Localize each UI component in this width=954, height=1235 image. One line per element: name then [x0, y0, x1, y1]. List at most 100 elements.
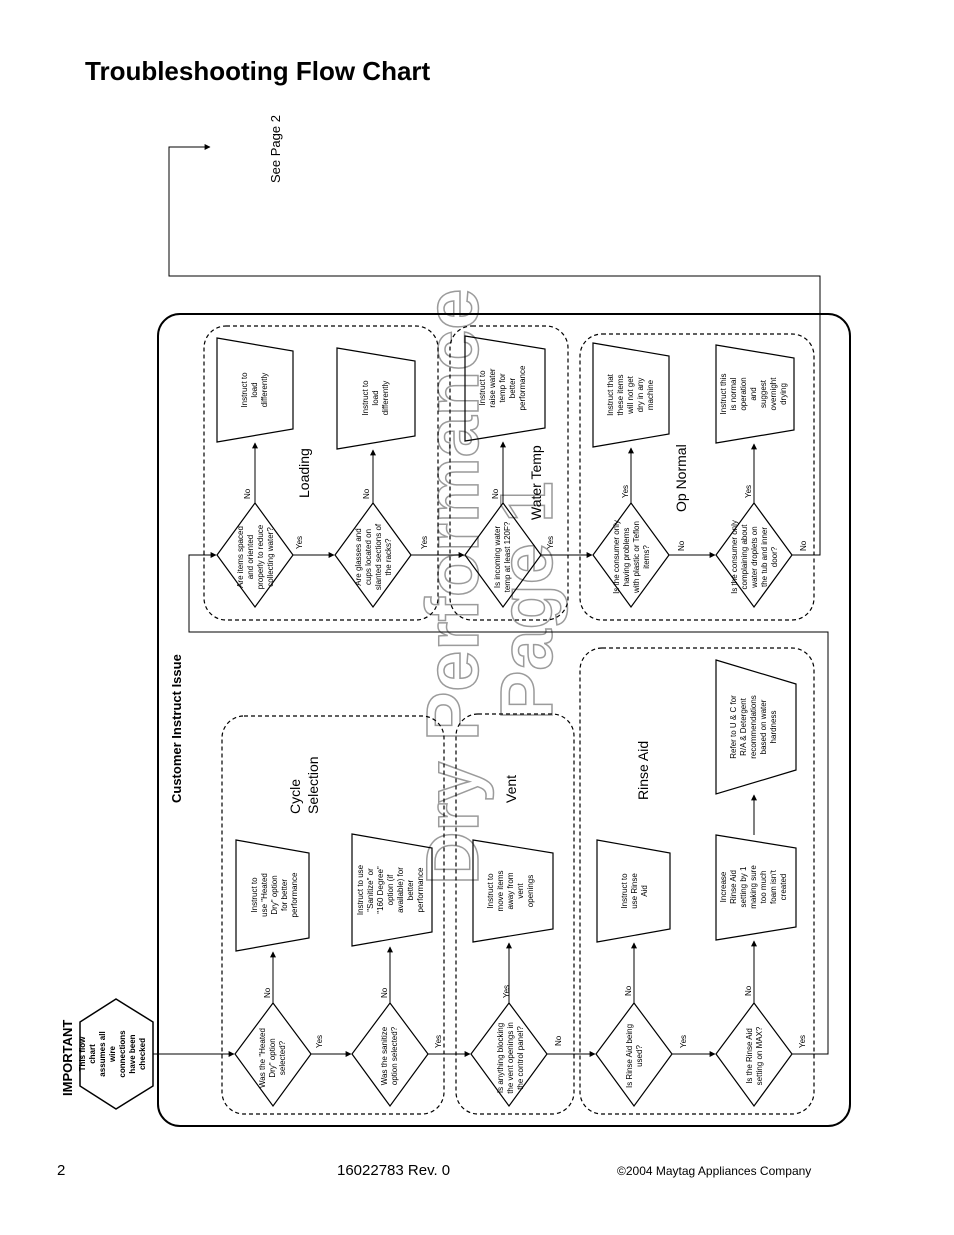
svg-text:these items: these items [616, 375, 625, 416]
important-text: This flow chart assumes all wire connect… [78, 1030, 147, 1078]
svg-text:the racks?: the racks? [384, 538, 393, 575]
decision-rinse-aid-used [595, 1001, 673, 1108]
svg-text:Aid: Aid [640, 885, 649, 897]
svg-text:Yes: Yes [502, 985, 511, 998]
footer-document-number: 16022783 Rev. 0 [337, 1162, 451, 1179]
action-rinse-aid-text: Instruct to use Rinse Aid [620, 873, 649, 909]
svg-text:No: No [744, 985, 753, 996]
svg-text:Refer to U & C for: Refer to U & C for [729, 695, 738, 759]
decision-glasses-cups-text: Are glasses and cups located on slanted … [354, 523, 393, 590]
svg-text:slanted sections of: slanted sections of [374, 523, 383, 590]
watermark-line-2: Page 1 [485, 481, 568, 720]
svg-text:cups located on: cups located on [364, 529, 373, 585]
action-load-2 [336, 347, 416, 450]
group-label-vent: Vent [503, 775, 519, 803]
svg-text:No: No [380, 987, 389, 998]
action-load-1 [216, 337, 294, 443]
svg-text:load: load [371, 390, 380, 405]
group-box-vent [455, 713, 575, 1115]
svg-text:and: and [749, 387, 758, 400]
action-plastic-dry-text: Instruct that these items will not get d… [606, 373, 655, 416]
svg-text:Yes: Yes [621, 485, 630, 498]
svg-text:used?: used? [635, 1045, 644, 1067]
see-page-2-label: See Page 2 [268, 115, 283, 183]
svg-text:differently: differently [260, 373, 269, 408]
page-title: Troubleshooting Flow Chart [85, 56, 431, 86]
svg-text:operation: operation [739, 377, 748, 410]
svg-text:No: No [624, 985, 633, 996]
action-sanitize [351, 833, 433, 947]
decision-items-spaced-text: Are items spaced and oriented properly t… [236, 524, 275, 589]
decision-water-temp [464, 501, 542, 609]
svg-text:the tub and inner: the tub and inner [760, 527, 769, 587]
svg-text:performance: performance [290, 872, 299, 917]
svg-text:assumes all: assumes all [98, 1031, 107, 1076]
svg-text:checked: checked [138, 1038, 147, 1070]
svg-text:openings: openings [526, 875, 535, 907]
svg-text:Instruct to: Instruct to [250, 877, 259, 913]
svg-text:temp for: temp for [498, 373, 507, 403]
action-increase-rinse [715, 834, 797, 941]
svg-text:differently: differently [381, 381, 390, 416]
svg-text:chart: chart [88, 1044, 97, 1064]
svg-text:Dry" option: Dry" option [270, 875, 279, 914]
action-vent [472, 839, 554, 943]
decision-rinse-aid-max [715, 1001, 793, 1108]
svg-text:setting by 1: setting by 1 [739, 866, 748, 907]
svg-text:having problems: having problems [622, 528, 631, 587]
decision-water-droplets-text: Is the consumer only complaining about w… [730, 520, 779, 594]
svg-text:load: load [250, 382, 259, 397]
action-load-1-text: Instruct to load differently [240, 372, 269, 408]
svg-text:available) for: available) for [396, 867, 405, 913]
svg-text:making sure: making sure [749, 865, 758, 909]
footer-page-number: 2 [57, 1162, 66, 1179]
svg-text:No: No [677, 540, 686, 551]
decision-rinse-aid-max-text: Is the Rinse Aid setting on MAX? [745, 1026, 764, 1085]
svg-text:have been: have been [128, 1034, 137, 1073]
action-normal-operation [715, 344, 795, 444]
svg-text:No: No [799, 540, 808, 551]
svg-text:This flow: This flow [78, 1036, 87, 1071]
svg-text:R/A & Detergent: R/A & Detergent [739, 697, 748, 756]
svg-text:vent: vent [516, 883, 525, 899]
svg-text:Are items spaced: Are items spaced [236, 526, 245, 588]
watermark-line-1: Dry Performance [411, 289, 494, 885]
svg-text:is normal: is normal [729, 378, 738, 411]
action-plastic-dry [592, 342, 670, 448]
svg-text:and oriented: and oriented [246, 535, 255, 579]
svg-text:recommendations: recommendations [749, 695, 758, 759]
group-box-water-temp [449, 325, 569, 621]
svg-text:Yes: Yes [420, 536, 429, 549]
decision-vent-blocking-text: Is anything blocking the vent openings i… [496, 1022, 525, 1094]
action-heated-dry [235, 839, 310, 952]
watermark: Dry Performance Page 1 [410, 288, 569, 886]
svg-text:will not get: will not get [626, 375, 635, 415]
svg-text:Was the "Heated: Was the "Heated [258, 1028, 267, 1088]
svg-text:the vent openings in: the vent openings in [506, 1022, 515, 1094]
svg-text:Instruct to: Instruct to [240, 372, 249, 408]
svg-text:collecting water?: collecting water? [266, 527, 275, 587]
svg-text:Instruct to use: Instruct to use [356, 864, 365, 915]
svg-text:Yes: Yes [546, 536, 555, 549]
svg-text:water droplets on: water droplets on [750, 526, 759, 588]
svg-text:Yes: Yes [434, 1035, 443, 1048]
svg-text:machine: machine [646, 379, 655, 410]
svg-text:connections: connections [118, 1030, 127, 1078]
decision-plastic-teflon [592, 501, 670, 609]
decision-items-spaced [216, 501, 294, 609]
svg-text:No: No [263, 987, 272, 998]
svg-text:Yes: Yes [315, 1035, 324, 1048]
svg-text:suggest: suggest [759, 379, 768, 408]
group-label-rinse-aid: Rinse Aid [635, 741, 651, 800]
connector-rinse-to-loading [188, 552, 829, 1055]
svg-text:foam isn't: foam isn't [769, 869, 778, 904]
svg-text:the control panel?: the control panel? [516, 1026, 525, 1090]
decision-heated-dry-text: Was the "Heated Dry" option selected? [258, 1028, 287, 1088]
svg-text:Instruct that: Instruct that [606, 373, 615, 416]
svg-text:No: No [362, 488, 371, 499]
svg-text:with plastic or Teflon: with plastic or Teflon [632, 521, 641, 594]
svg-text:move items: move items [496, 871, 505, 912]
action-increase-rinse-text: Increase Rinse Aid setting by 1 making s… [719, 865, 788, 909]
svg-text:wire: wire [108, 1045, 117, 1063]
